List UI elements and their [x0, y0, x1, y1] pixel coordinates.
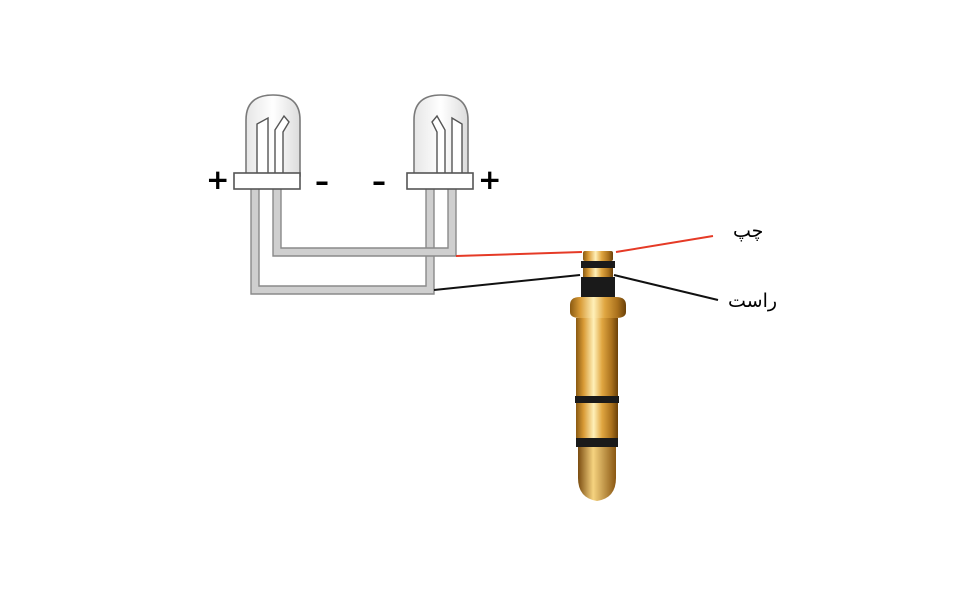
- led-left: [233, 94, 301, 190]
- left-channel-label: چپ: [733, 220, 764, 242]
- red-wire-led: [455, 251, 583, 257]
- audio-jack-plug: [570, 251, 626, 501]
- led-left-minus-label: –: [315, 165, 329, 198]
- black-wire-led: [433, 274, 581, 291]
- red-wire-label: [615, 235, 714, 253]
- led-right: [406, 94, 474, 190]
- led-right-plus-label: +: [478, 163, 502, 196]
- wires: [433, 235, 719, 301]
- black-wire-label: [613, 274, 719, 301]
- led-leads: [250, 185, 457, 295]
- led-left-plus-label: +: [206, 163, 230, 196]
- right-channel-label: راست: [728, 290, 778, 312]
- led-right-minus-label: –: [372, 165, 386, 198]
